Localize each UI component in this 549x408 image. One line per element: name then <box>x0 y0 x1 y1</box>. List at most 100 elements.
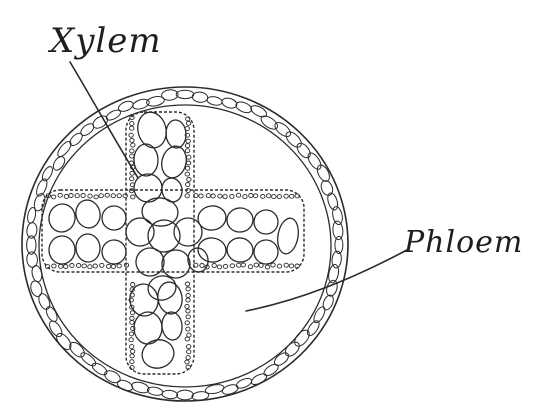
xylem-border-dot <box>187 333 191 337</box>
xylem-border-dot <box>130 126 134 130</box>
xylem-border-dot <box>186 183 190 187</box>
xylem-cell <box>139 336 177 371</box>
xylem-border-dot <box>200 264 204 268</box>
xylem-border-dot <box>130 149 134 153</box>
xylem-border-dot <box>261 194 265 198</box>
ring-cell <box>331 206 344 226</box>
xylem-border-dot <box>130 360 134 364</box>
xylem-border-dot <box>130 154 134 158</box>
xylem-border-dot <box>230 194 234 198</box>
xylem-border-dot <box>217 265 221 269</box>
ring-cell <box>206 95 223 106</box>
xylem-border-dot <box>130 354 134 358</box>
xylem-border-dot <box>130 138 134 142</box>
xylem-border-dot <box>111 194 115 198</box>
xylem-border-dot <box>45 265 49 269</box>
xylem-border-dot <box>241 263 245 267</box>
xylem-cell <box>275 217 301 256</box>
xylem-border-dot <box>186 298 190 302</box>
xylem-border-dot <box>93 264 97 268</box>
xylem-border-dot <box>130 320 134 324</box>
xylem-border-dot <box>267 194 271 198</box>
xylem-border-dot <box>259 263 263 267</box>
xylem-border-dot <box>186 327 190 331</box>
ring-cell <box>306 151 324 172</box>
xylem-border-dot <box>185 360 189 364</box>
xylem-border-dot <box>130 311 134 315</box>
xylem-border-dot <box>277 195 281 199</box>
xylem-border-dot <box>58 193 62 197</box>
xylem-border-dot <box>185 149 189 153</box>
xylem-border-dot <box>105 193 109 197</box>
phloem-label: Phloem <box>403 225 523 260</box>
xylem-border-dot <box>212 264 216 268</box>
xylem-border-dot <box>82 264 86 268</box>
xylem-border-dot <box>186 161 190 165</box>
xylem-border-dot <box>185 321 189 325</box>
xylem-border-dot <box>249 194 253 198</box>
ring-cell <box>249 103 268 119</box>
xylem-leader-line <box>70 62 138 178</box>
xylem-border-dot <box>131 283 135 287</box>
xylem-border-dot <box>185 172 189 176</box>
ring-cell <box>283 129 304 150</box>
xylem-cell <box>134 144 159 176</box>
xylem-border-dot <box>253 194 257 198</box>
xylem-border-dot <box>186 356 190 360</box>
xylem-cell <box>161 311 184 341</box>
xylem-cell <box>75 233 101 262</box>
xylem-border-dot <box>289 264 293 268</box>
xylem-border-dot <box>131 195 135 199</box>
xylem-border-dot <box>284 194 288 198</box>
xylem-border-dot <box>75 194 79 198</box>
xylem-border-dot <box>106 264 110 268</box>
xylem-border-dot <box>130 349 134 353</box>
xylem-border-dot <box>185 304 189 308</box>
xylem-border-dot <box>64 194 68 198</box>
xylem-border-dot <box>76 264 80 268</box>
xylem-cell <box>253 209 278 234</box>
xylem-border-dot <box>100 263 104 267</box>
xylem-border-dot <box>81 194 85 198</box>
xylem-border-dot <box>185 166 189 170</box>
xylem-border-dot <box>51 195 55 199</box>
ring-cell <box>162 390 178 400</box>
xylem-border-dot <box>130 177 134 181</box>
ring-cell <box>192 91 208 103</box>
xylem-cell <box>197 236 228 263</box>
xylem-cell <box>225 236 255 265</box>
xylem-label: Xylem <box>47 21 162 61</box>
xylem-cell <box>165 119 187 148</box>
xylem-border-dot <box>131 143 135 147</box>
xylem-border-dot <box>88 194 92 198</box>
xylem-border-dot <box>237 263 241 267</box>
xylem-border-dot <box>130 122 134 126</box>
xylem-border-dot <box>186 294 190 298</box>
xylem-border-dot <box>206 194 210 198</box>
xylem-border-dot <box>284 263 288 267</box>
ring-cell <box>177 390 194 400</box>
xylem-border-dot <box>277 264 281 268</box>
xylem-cell <box>161 249 190 278</box>
ring-cell <box>315 163 332 183</box>
xylem-border-dot <box>185 337 189 341</box>
xylem-border-dot <box>199 194 203 198</box>
xylem-cell <box>253 239 278 264</box>
xylem-border-dot <box>187 350 191 354</box>
ring-cell <box>37 292 52 311</box>
xylem-border-dot <box>186 315 190 319</box>
xylem-border-dot <box>186 121 190 125</box>
ring-cell <box>55 139 73 158</box>
xylem-cell <box>46 201 78 234</box>
xylem-border-dot <box>223 195 227 199</box>
ring-cell <box>176 90 194 98</box>
xylem-cell <box>73 198 103 231</box>
xylem-border-dot <box>186 309 190 313</box>
ring-cell <box>90 361 109 377</box>
xylem-border-dot <box>236 193 240 197</box>
xylem-border-dot <box>129 332 133 336</box>
xylem-border-dot <box>63 265 67 269</box>
xylem-border-dot <box>117 194 121 198</box>
xylem-border-dot <box>70 264 74 268</box>
